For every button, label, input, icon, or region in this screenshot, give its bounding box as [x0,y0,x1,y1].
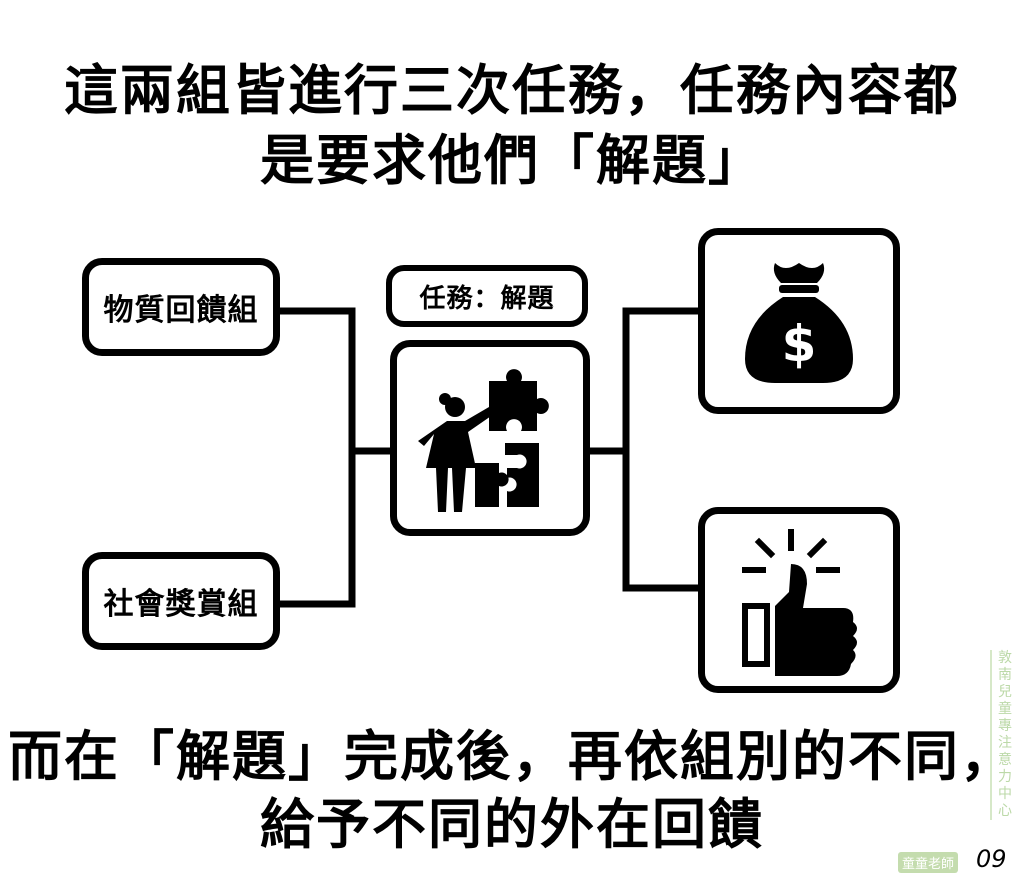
reward-box-like [698,507,900,693]
connector-money [590,307,698,455]
footer-badge: 童童老師 [898,852,959,873]
task-label: 任務：解題 [419,283,555,314]
watermark-text: 敦南兒童專注意力中心 [990,650,1014,820]
connector-group2 [280,451,356,608]
bottom-line-1: 而在「解題」完成後，再依組別的不同， [8,725,1016,788]
group-box-social: 社會獎賞組 [82,552,280,650]
group-label-social: 社會獎賞組 [103,587,259,622]
page-number: 09 [976,845,1007,873]
connector-group1 [280,307,390,455]
money-bag-icon: $ [745,263,853,383]
group-label-material: 物質回饋組 [103,293,259,328]
puzzle-person-icon [418,369,549,512]
reward-box-money: $ [698,228,900,414]
title-line-1: 這兩組皆進行三次任務，任務內容都 [64,59,960,122]
task-box [390,340,590,536]
money-symbol: $ [782,315,817,373]
connector-like [622,451,698,592]
title-line-2: 是要求他們「解題」 [260,129,764,192]
bottom-line-2: 給予不同的外在回饋 [260,793,764,856]
thumbs-up-icon [742,529,857,676]
task-label-box: 任務：解題 [386,265,588,327]
group-box-material: 物質回饋組 [82,258,280,356]
